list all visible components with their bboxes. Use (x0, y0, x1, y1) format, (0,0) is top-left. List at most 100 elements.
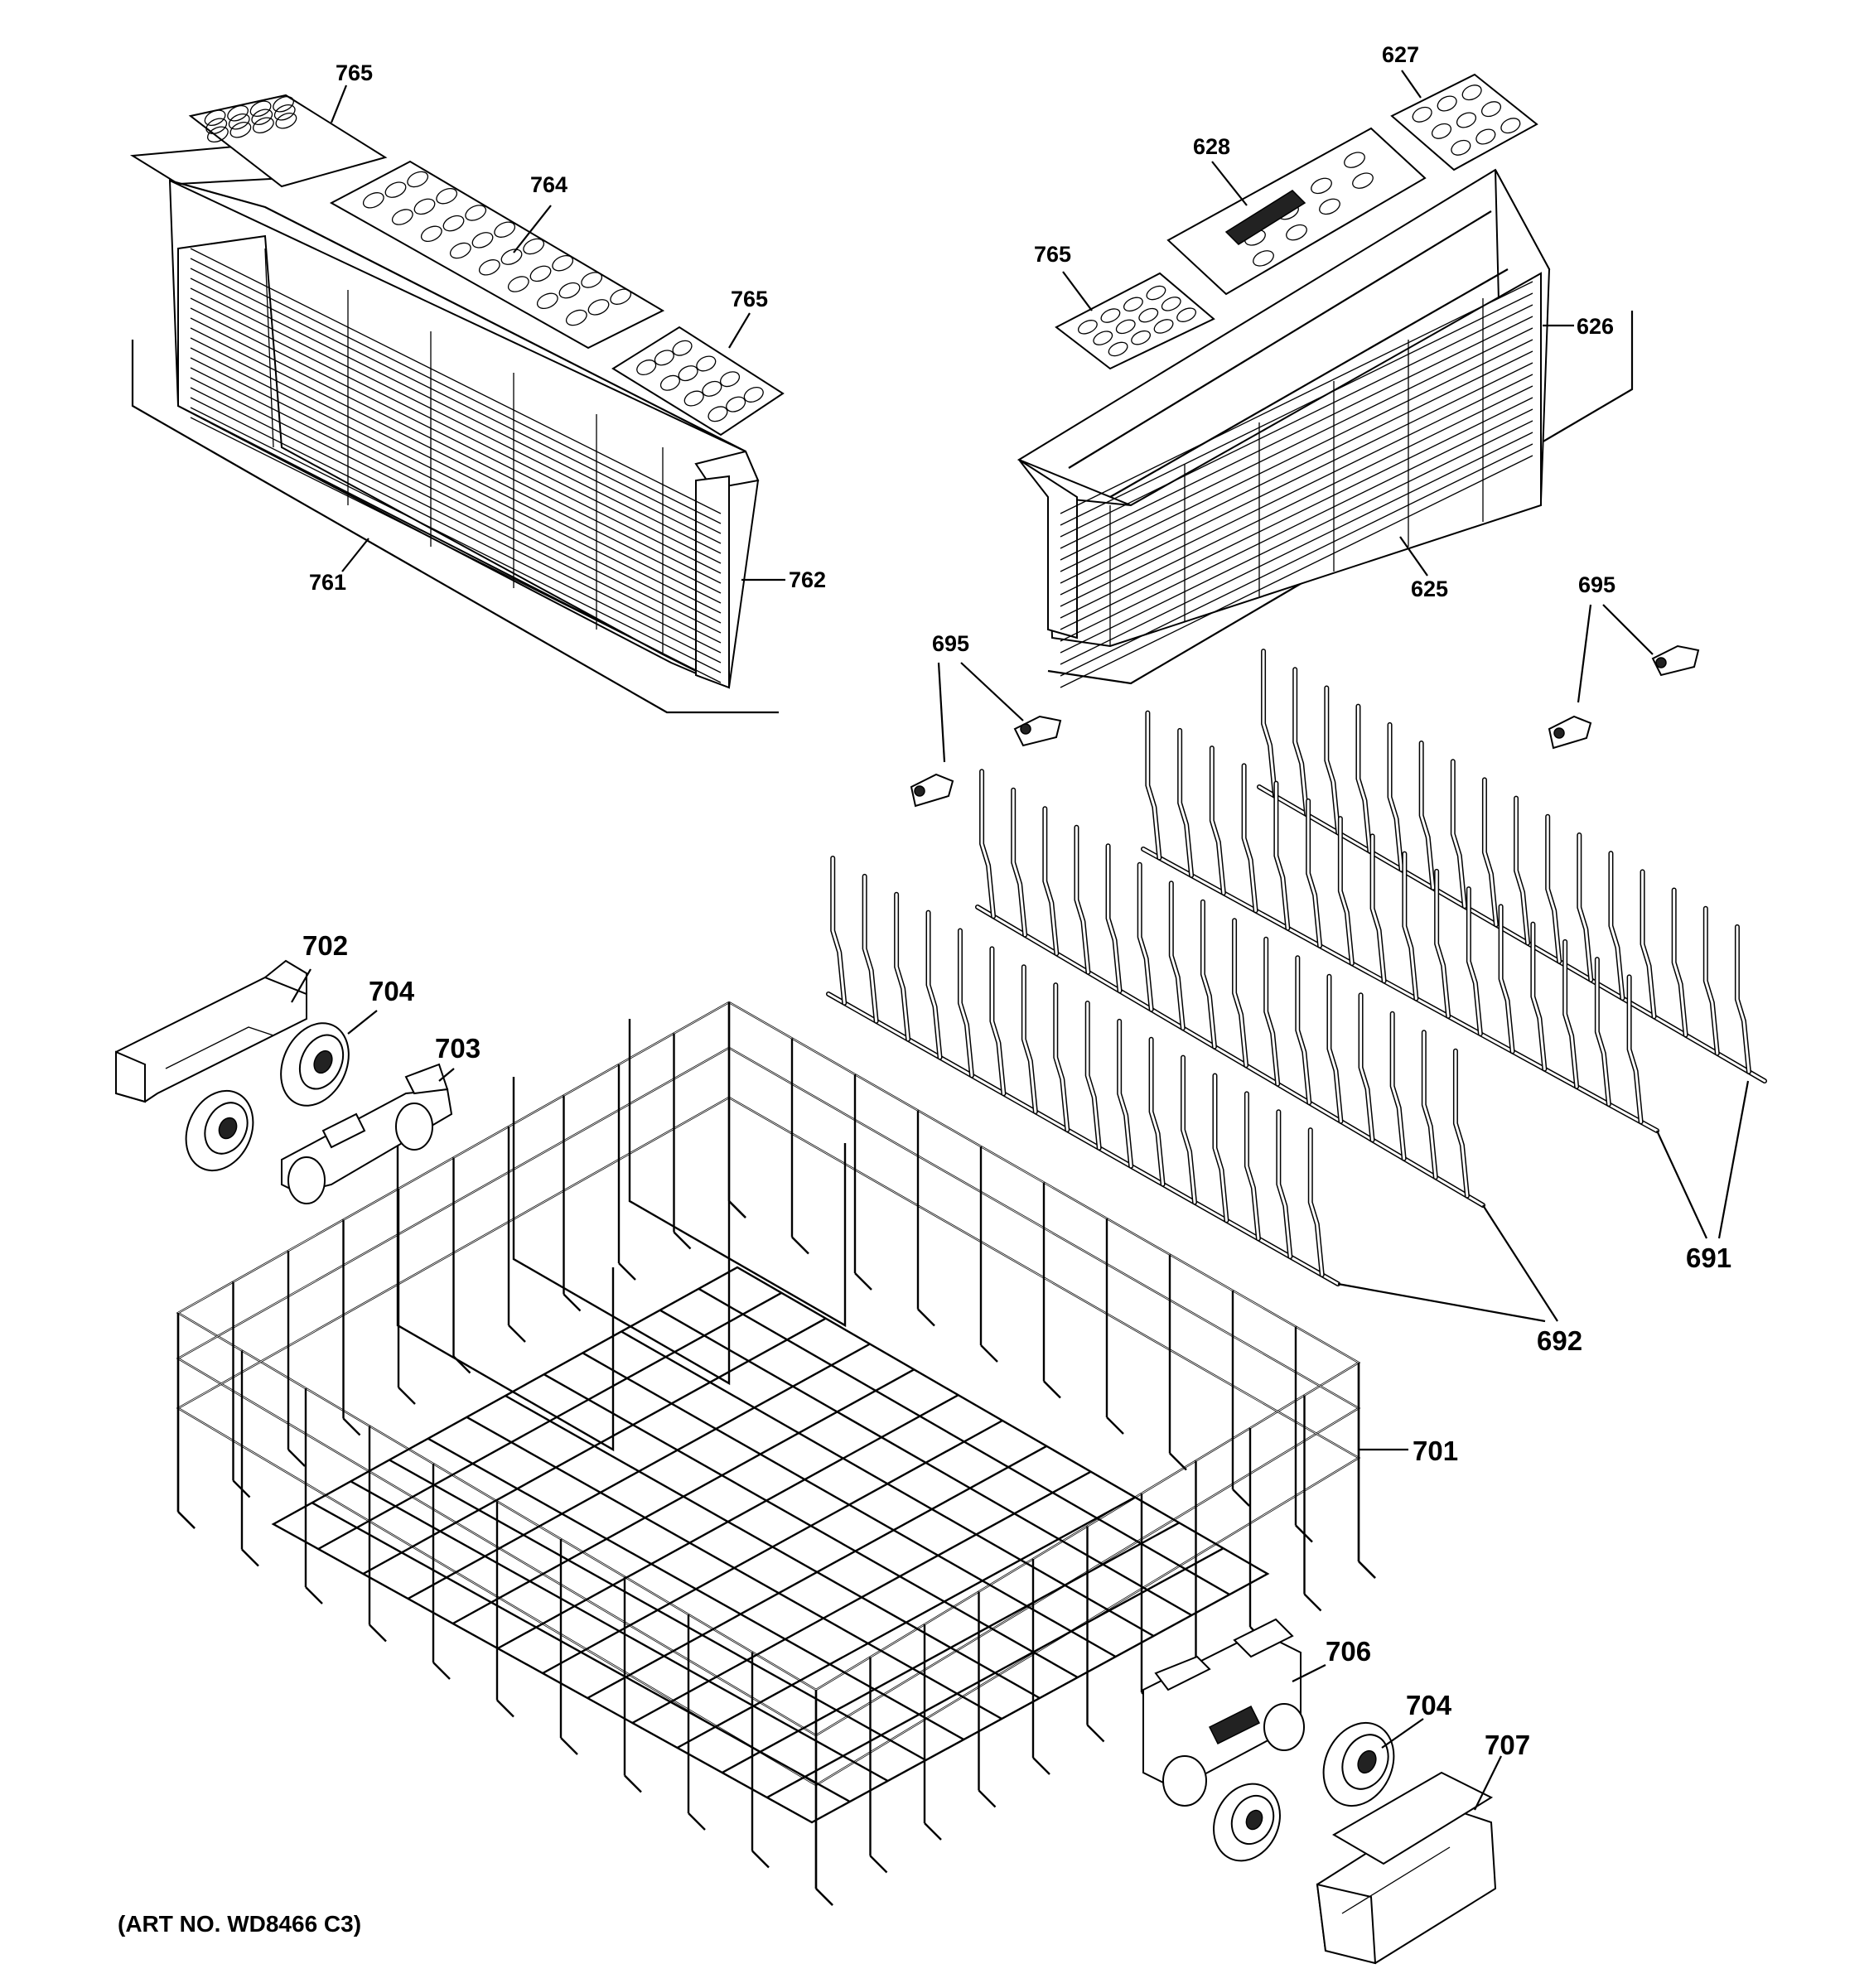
tine (1107, 844, 1122, 992)
tine (1514, 797, 1529, 945)
rack-foot (1086, 1724, 1105, 1743)
label-764: 764 (530, 172, 567, 197)
cover-hole (696, 355, 717, 372)
cover-hole (420, 225, 442, 243)
basket-slat (1060, 408, 1533, 642)
cover-hole (1286, 224, 1307, 241)
basket-slat (190, 377, 722, 644)
cover-hole (1456, 112, 1477, 128)
rack-floor-wire (582, 1352, 1117, 1658)
tine (1075, 826, 1089, 974)
cover-hole (465, 205, 487, 221)
cover-hole (1138, 307, 1159, 323)
tine-rail (1142, 847, 1659, 1132)
cover-hole (253, 117, 274, 133)
cover-hole (683, 390, 704, 407)
rack-foot (241, 1548, 259, 1567)
rack-foot (369, 1624, 387, 1643)
tine (1022, 965, 1037, 1113)
wheel-704-top (280, 1022, 350, 1107)
rack-foot (1106, 1416, 1124, 1435)
basket-slat (1060, 281, 1533, 514)
rack-floor-wire (659, 1309, 1192, 1617)
tine (1435, 870, 1450, 1018)
label-627: 627 (1382, 42, 1419, 67)
tine (1181, 1056, 1196, 1204)
tine (1306, 799, 1321, 948)
rack-foot (1232, 1489, 1250, 1507)
tine (1388, 723, 1403, 871)
cover-hole (587, 299, 610, 316)
cover-hole (1253, 250, 1274, 267)
tine (1531, 923, 1546, 1071)
clip-695-left-a (910, 773, 954, 808)
lower-rack-701 (176, 1001, 1376, 1906)
basket-slat (1060, 304, 1533, 538)
rack-foot (869, 1855, 888, 1874)
rack-floor-wire (698, 1287, 1230, 1596)
label-625: 625 (1411, 577, 1448, 601)
label-628: 628 (1193, 134, 1230, 159)
cover-hole (507, 276, 529, 292)
tine (1403, 852, 1417, 1001)
cover-hole (610, 288, 632, 305)
cover-hole (1451, 139, 1471, 156)
tine (1546, 815, 1561, 963)
cover-hole (1461, 84, 1482, 101)
cover-hole (273, 104, 296, 121)
cover-hole (1344, 152, 1365, 168)
rack-foot (1303, 1593, 1322, 1612)
cover-hole (678, 365, 698, 382)
basket-slat (190, 397, 722, 663)
cover-hole (384, 181, 407, 198)
tine (1339, 817, 1354, 965)
tine (1086, 1001, 1101, 1150)
clip-695-right-b (1651, 644, 1700, 677)
rack-foot (177, 1511, 196, 1529)
basket-cover-764 (329, 160, 665, 350)
cover-hole (1437, 95, 1457, 112)
tine (927, 911, 942, 1059)
tine (1356, 705, 1371, 853)
tine-row-692-front (826, 855, 1340, 1286)
cover-hole (1153, 319, 1174, 334)
basket-slat (1060, 397, 1533, 630)
cover-hole (1352, 172, 1374, 189)
basket-slat (1060, 455, 1533, 688)
cover-hole (1176, 307, 1197, 322)
cover-hole (207, 126, 229, 142)
rack-foot (751, 1850, 770, 1869)
cover-hole (413, 198, 436, 215)
rack-foot (1043, 1380, 1061, 1399)
label-692: 692 (1537, 1325, 1582, 1356)
tine (1359, 993, 1374, 1141)
cover-hole (229, 122, 252, 138)
basket-slat (1060, 374, 1533, 607)
cover-hole (478, 259, 500, 276)
cover-hole (708, 406, 728, 422)
basket-cover-765-right (1055, 272, 1215, 370)
basket-cover-765-top-left (188, 94, 388, 188)
cover-hole (702, 380, 722, 397)
tine (863, 875, 878, 1023)
cover-hole (529, 265, 552, 282)
cover-hole (523, 238, 545, 255)
tine (895, 893, 910, 1041)
cover-hole (1123, 297, 1143, 312)
rack-foot (1358, 1561, 1376, 1579)
rack-foot (854, 1272, 872, 1291)
clip-695-right-a (1548, 715, 1592, 750)
rack-foot (624, 1774, 642, 1793)
cover-hole (1093, 331, 1113, 345)
cover-hole (227, 105, 249, 122)
basket-slat (1060, 362, 1533, 596)
basket-slat (1060, 420, 1533, 654)
rack-foot (917, 1308, 935, 1327)
cover-hole (249, 100, 272, 117)
basket-cover-765-mid (611, 326, 785, 437)
cover-hole (1161, 297, 1181, 311)
basket-slat (1060, 339, 1533, 572)
basket-slat (1060, 350, 1533, 584)
basket-slat (190, 357, 722, 624)
tine (1210, 746, 1225, 895)
